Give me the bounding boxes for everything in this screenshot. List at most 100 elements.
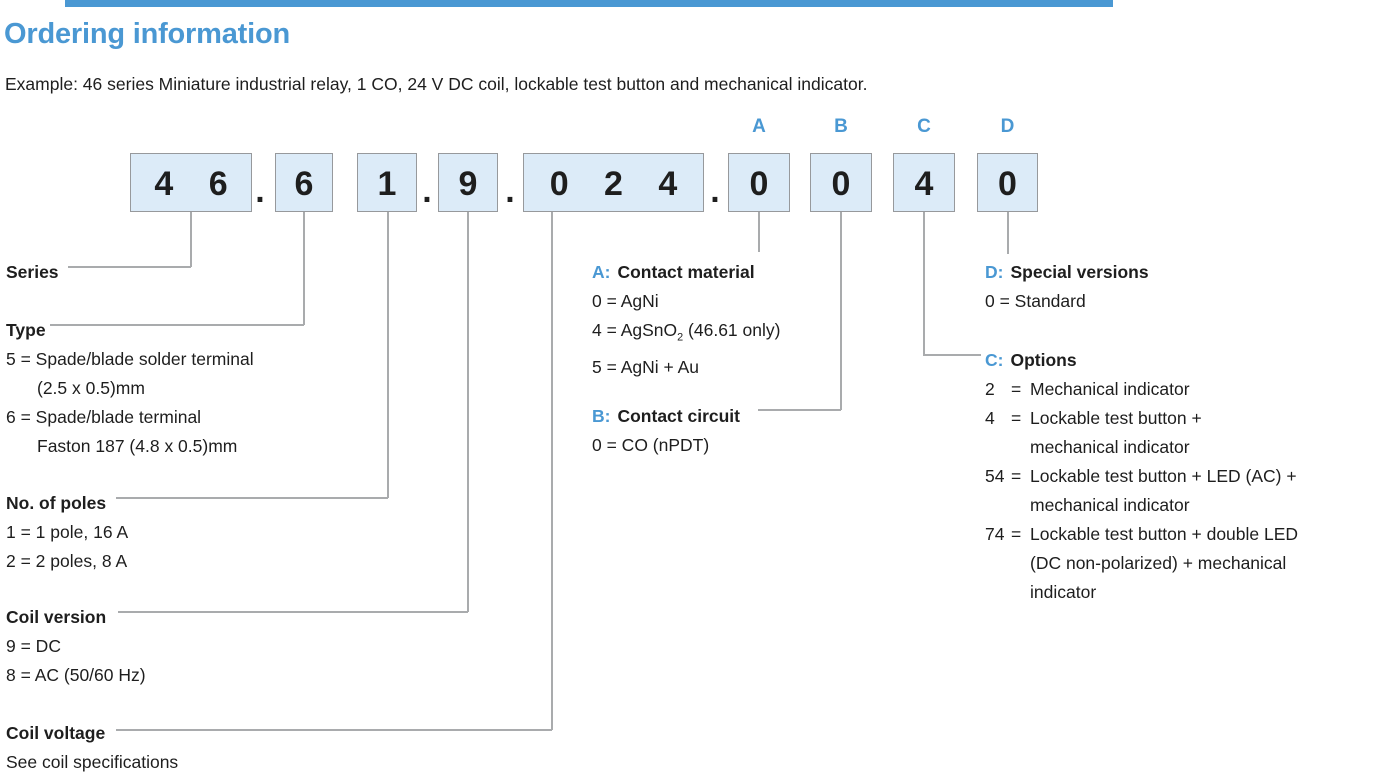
option-code: 2 — [985, 379, 995, 399]
option-text: indicator — [1030, 582, 1097, 602]
section-series: Series — [6, 258, 59, 287]
special-versions-letter: D: — [985, 262, 1004, 282]
section-coil-voltage: Coil voltage See coil specifications — [6, 719, 178, 777]
contact-material-letter: A: — [592, 262, 611, 282]
leader-series-horizontal — [68, 266, 191, 268]
code-box-poles: 1 — [357, 153, 417, 212]
contact-circuit-heading: B: Contact circuit — [592, 402, 740, 431]
poles-item: 2 = 2 poles, 8 A — [6, 551, 128, 571]
code-digits: 4 6 — [154, 164, 228, 203]
section-coil-version: Coil version 9 = DC 8 = AC (50/60 Hz) — [6, 603, 146, 690]
option-text: mechanical indicator — [1030, 495, 1190, 515]
option-text: Lockable test button + double LED — [1030, 524, 1299, 544]
type-heading: Type — [6, 320, 46, 340]
leader-type-vertical — [303, 212, 305, 325]
contact-circuit-letter: B: — [592, 406, 611, 426]
code-box-contact-circuit: 0 — [810, 153, 872, 212]
agsno-suffix: (46.61 only) — [683, 320, 781, 340]
leader-options-vertical — [923, 212, 925, 355]
option-text: Mechanical indicator — [1030, 379, 1190, 399]
coil-version-heading: Coil version — [6, 607, 107, 627]
column-letter-d: D — [1000, 116, 1015, 137]
contact-circuit-item: 0 = CO (nPDT) — [592, 435, 710, 455]
series-heading: Series — [6, 262, 59, 282]
coil-version-item: 9 = DC — [6, 636, 61, 656]
contact-material-item: 5 = AgNi + Au — [592, 356, 700, 377]
agsno-prefix: 4 = AgSnO — [592, 320, 678, 340]
column-letter-a: A — [752, 116, 766, 137]
code-separator-dot: . — [505, 172, 515, 210]
page-title: Ordering information — [4, 18, 291, 50]
options-item: 54=Lockable test button + LED (AC) + — [985, 462, 1298, 491]
contact-material-item: 4 = AgSnO2 (46.61 only) — [592, 316, 780, 353]
top-accent-bar — [65, 0, 1113, 7]
section-options: C: Options 2 = Mechanical indicator 4 = Locka… — [985, 346, 1298, 607]
leader-coil-version-horizontal — [118, 611, 468, 613]
section-contact-circuit: B: Contact circuit 0 = CO (nPDT) — [592, 402, 740, 460]
code-digits: 4 — [914, 164, 934, 203]
option-text: Lockable test button + — [1030, 408, 1202, 428]
code-separator-dot: . — [710, 172, 720, 210]
coil-version-item: 8 = AC (50/60 Hz) — [6, 665, 146, 685]
options-item-continuation: (DC non-polarized) + mechanical — [985, 549, 1298, 578]
special-versions-heading: D:Special versions — [985, 258, 1149, 287]
code-digits: 0 — [831, 164, 851, 203]
option-code: 4 — [985, 408, 995, 428]
code-box-coil-voltage: 0 2 4 — [523, 153, 704, 212]
code-box-contact-material: 0 — [728, 153, 790, 212]
option-code: 54 — [985, 466, 1005, 486]
options-item-continuation: indicator — [985, 578, 1298, 607]
code-box-options: 4 — [893, 153, 955, 212]
poles-heading: No. of poles — [6, 493, 107, 513]
option-eq: = — [1011, 379, 1022, 399]
code-separator-dot: . — [255, 172, 265, 210]
options-item-continuation: mechanical indicator — [985, 433, 1298, 462]
options-heading: C: Options — [985, 346, 1298, 375]
leader-special-versions-vertical — [1007, 212, 1009, 254]
code-digits: 9 — [458, 164, 478, 203]
contact-circuit-heading-text: Contact circuit — [617, 406, 740, 426]
code-box-type: 6 — [275, 153, 333, 212]
leader-options-horizontal — [923, 354, 981, 356]
option-text: mechanical indicator — [1030, 437, 1190, 457]
option-eq: = — [1011, 524, 1022, 544]
contact-material-heading: A:Contact material — [592, 258, 780, 287]
options-item-continuation: mechanical indicator — [985, 491, 1298, 520]
special-versions-item: 0 = Standard — [985, 291, 1086, 311]
type-item: (2.5 x 0.5)mm — [37, 378, 145, 398]
code-digits: 0 — [749, 164, 769, 203]
coil-voltage-heading: Coil voltage — [6, 723, 106, 743]
subscript-2: 2 — [677, 331, 684, 344]
type-item: 5 = Spade/blade solder terminal — [6, 349, 254, 369]
options-heading-text: Options — [1010, 350, 1077, 370]
options-letter: C: — [985, 350, 1004, 370]
coil-voltage-item: See coil specifications — [6, 752, 179, 772]
options-item: 4 = Lockable test button + — [985, 404, 1298, 433]
code-separator-dot: . — [422, 172, 432, 210]
leader-coil-version-vertical — [467, 212, 469, 612]
type-item: 6 = Spade/blade terminal — [6, 407, 202, 427]
code-box-coil-version: 9 — [438, 153, 498, 212]
leader-poles-horizontal — [116, 497, 388, 499]
leader-poles-vertical — [387, 212, 389, 498]
leader-contact-circuit-horizontal — [758, 409, 841, 411]
contact-material-item: 0 = AgNi — [592, 291, 659, 311]
example-text: Example: 46 series Miniature industrial … — [5, 74, 868, 94]
leader-series-vertical — [190, 212, 192, 267]
section-special-versions: D:Special versions 0 = Standard — [985, 258, 1149, 316]
code-digits: 6 — [294, 164, 314, 203]
code-box-series: 4 6 — [130, 153, 252, 212]
section-type: Type 5 = Spade/blade solder terminal (2.… — [6, 316, 254, 461]
section-poles: No. of poles 1 = 1 pole, 16 A 2 = 2 pole… — [6, 489, 128, 576]
poles-item: 1 = 1 pole, 16 A — [6, 522, 129, 542]
column-letter-b: B — [834, 116, 848, 137]
leader-contact-material-vertical — [758, 212, 760, 252]
code-digits: 1 — [377, 164, 397, 203]
type-item: Faston 187 (4.8 x 0.5)mm — [37, 436, 238, 456]
option-eq: = — [1011, 408, 1022, 428]
option-code: 74 — [985, 524, 1005, 544]
leader-contact-circuit-vertical — [840, 212, 842, 410]
code-box-special-versions: 0 — [977, 153, 1038, 212]
leader-coil-voltage-horizontal — [116, 729, 552, 731]
option-text: (DC non-polarized) + mechanical — [1030, 553, 1287, 573]
